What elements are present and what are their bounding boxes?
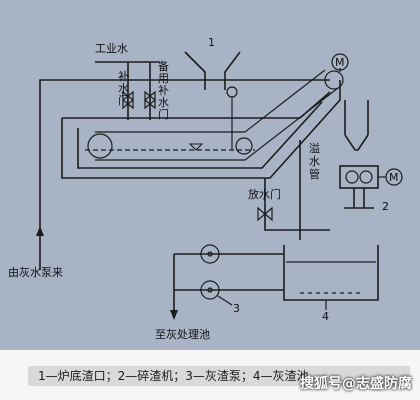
crusher-motor <box>385 168 403 186</box>
to-ash-treatment-label: 至灰处理池 <box>155 327 210 341</box>
figure-caption: 1—炉底渣口；2—碎渣机；3—灰渣泵；4—灰渣池 <box>28 366 410 386</box>
conveyor-chain-bottom <box>95 87 339 161</box>
ash-water-return-pipe <box>39 79 330 270</box>
conveyor-motor <box>331 53 349 71</box>
outlet-pulley <box>226 86 238 98</box>
drain-valve-label: 放水门 <box>248 187 281 201</box>
overflow-pipe-label: 溢 水 管 <box>309 141 324 181</box>
conveyor-head-wheel <box>324 70 344 90</box>
trough-outer-top <box>62 91 331 119</box>
overflow-char: 溢 <box>309 141 320 155</box>
motor-label: M <box>335 56 345 69</box>
label-4: 4 <box>322 310 329 323</box>
label-1: 1 <box>208 36 215 49</box>
label-2: 2 <box>382 200 389 213</box>
spare-valve-char: 补 <box>158 84 169 97</box>
flow-arrow-up <box>36 226 44 236</box>
makeup-valve-label: 补 水 门 <box>118 70 133 107</box>
slag-pool-walls <box>283 245 379 301</box>
pump-center <box>207 287 213 293</box>
label-3-leader <box>217 295 233 306</box>
ash-pump-lower <box>200 280 220 300</box>
makeup-valve-char: 补 <box>118 70 129 83</box>
process-diagram: 工业水 补 水 门 备 用 补 水 门 1 <box>8 36 403 341</box>
from-ash-pump-label: 由灰水泵来 <box>8 265 63 279</box>
ash-pump-upper <box>200 244 220 264</box>
crusher-motor-label: M <box>389 171 399 184</box>
makeup-valve-char: 门 <box>118 93 129 107</box>
conveyor-chain-top <box>95 69 326 133</box>
conveyor-tail-wheel <box>87 133 113 159</box>
label-3: 3 <box>233 302 240 315</box>
conveyor-bend-wheel <box>235 137 253 155</box>
trough-inner <box>77 101 323 169</box>
drain-valve <box>257 206 273 222</box>
spare-valve-char: 用 <box>158 72 169 85</box>
crusher-roller <box>345 170 359 184</box>
slag-outlet-left-wall <box>184 51 206 90</box>
crusher-roller <box>359 170 373 184</box>
makeup-valve-char: 水 <box>118 82 129 95</box>
overflow-char: 管 <box>309 167 320 181</box>
water-level-marker <box>188 143 204 151</box>
spare-valve-char: 备 <box>158 59 169 73</box>
industrial-water-label: 工业水 <box>95 42 128 55</box>
pump-center <box>207 251 213 257</box>
trough-outer-bottom <box>61 80 341 179</box>
flow-arrow-down <box>170 310 178 320</box>
watermark-logo: 搜狐号@志盛防腐 <box>300 376 412 392</box>
spare-makeup-valve <box>144 90 156 110</box>
slag-outlet-right-wall <box>224 51 241 90</box>
discharge-funnel <box>344 134 369 151</box>
drain-pipe <box>264 178 330 231</box>
spare-valve-char: 水 <box>158 96 169 109</box>
spare-makeup-valve-label: 备 用 补 水 门 <box>158 59 173 121</box>
makeup-valve <box>122 90 134 110</box>
spare-valve-char: 门 <box>158 107 169 121</box>
overflow-char: 水 <box>309 155 320 168</box>
